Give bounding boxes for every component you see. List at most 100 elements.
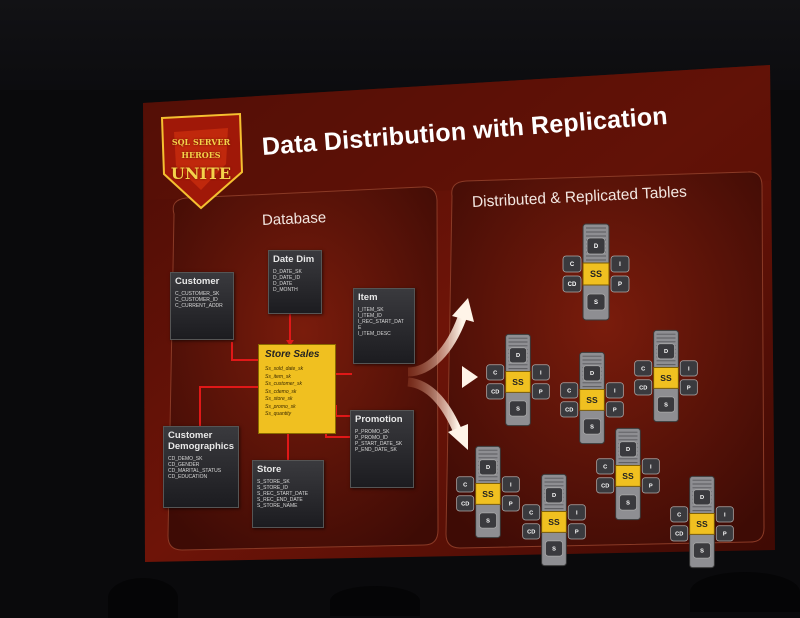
dimension-replica-label: S [486, 518, 490, 524]
database-heading: Database [261, 209, 327, 229]
dimension-replica-left-bottom [596, 477, 615, 494]
fact-field: Ss_customer_sk [265, 381, 302, 387]
table-field: I_ITEM_DESC [358, 331, 391, 337]
dimension-replica-label: CD [461, 501, 469, 507]
dimension-replica-left-top [634, 360, 653, 377]
dimension-replica-bottom [586, 293, 606, 311]
dimension-replica-label: S [700, 548, 704, 554]
dimension-replica-top [693, 489, 711, 506]
fact-distribution [653, 366, 679, 389]
dimension-replica-right-bottom [610, 275, 630, 293]
dimension-replica-bottom [509, 400, 527, 417]
store-sales-fact-table: Store Sales Ss_sold_date_sk Ss_item_sk S… [258, 344, 336, 434]
dimension-replica-label: D [594, 244, 599, 250]
logo-line-2: HEROES [181, 150, 221, 160]
dimension-replica-label: D [552, 493, 556, 499]
dimension-replica-label: I [614, 388, 616, 394]
logo-line-1: SQL SERVER [171, 137, 231, 147]
replication-panel [445, 171, 765, 549]
fact-distribution [579, 388, 605, 411]
audience-head [330, 586, 420, 616]
dimension-replica-right-bottom [501, 495, 520, 512]
store-table: Store S_STORE_SK S_STORE_ID S_REC_START_… [252, 460, 324, 528]
customer-demographics-table: Customer Demographics CD_DEMO_SK CD_GEND… [163, 426, 239, 508]
fact-distribution-label: SS [590, 269, 602, 279]
dimension-replica-right-top [641, 458, 660, 475]
dimension-replica-left-bottom [486, 383, 505, 400]
fact-distribution [505, 370, 531, 393]
table-field: P_PROMO_ID [355, 435, 388, 441]
fact-distribution [541, 510, 567, 533]
table-field: D_MONTH [273, 287, 298, 293]
dimension-replica-label: CD [639, 385, 647, 391]
dimension-replica-label: P [723, 531, 727, 537]
dimension-replica-label: I [510, 482, 512, 488]
dimension-replica-left-top [562, 255, 582, 273]
fact-field: Ss_item_sk [265, 373, 291, 380]
dimension-replica-label: D [664, 349, 668, 355]
table-title: Customer Demographics [168, 430, 234, 452]
table-field: D_DATE [273, 281, 293, 287]
dimension-replica-label: I [576, 510, 578, 516]
dimension-replica-top [657, 343, 675, 360]
dimension-replica-bottom [693, 542, 711, 559]
dimension-replica-label: I [540, 370, 542, 376]
dimension-replica-label: CD [491, 389, 499, 395]
table-field: CD_DEMO_SK [168, 456, 203, 462]
dimension-replica-label: S [594, 300, 598, 306]
dimension-replica-left-bottom [634, 379, 653, 396]
table-field: S_STORE_NAME [257, 503, 298, 509]
dimension-replica-label: P [509, 501, 513, 507]
fact-field: Ss_sold_date_sk [265, 366, 304, 372]
table-title: Date Dim [273, 254, 315, 265]
dimension-replica-left-top [560, 382, 579, 399]
dimension-replica-left-top [456, 476, 475, 493]
table-field: CD_EDUCATION [168, 474, 208, 480]
promotion-table: Promotion P_PROMO_SK P_PROMO_ID P_START_… [350, 410, 414, 488]
slide-background: DCCDIPSSSDCCDIPSSSDCCDIPSSSDCCDIPSSSDCCD… [143, 65, 775, 569]
dimension-replica-right-top [567, 504, 586, 521]
dimension-replica-label: S [516, 406, 520, 412]
dimension-replica-right-top [610, 255, 630, 273]
date-dim-table: Date Dim D_DATE_SK D_DATE_ID D_DATE D_MO… [268, 250, 322, 314]
distribution-arrows [407, 298, 478, 450]
dimension-replica-top [479, 459, 497, 476]
table-field: E [358, 325, 362, 331]
dimension-replica-top [619, 441, 637, 458]
dimension-replica-label: C [641, 366, 645, 372]
dimension-replica-label: D [700, 495, 704, 501]
table-title: Customer [175, 276, 220, 287]
fact-distribution-label: SS [660, 373, 672, 383]
dimension-replica-label: CD [527, 529, 535, 535]
table-title: Promotion [355, 414, 403, 425]
dimension-replica-label: C [677, 512, 681, 518]
dimension-replica-label: S [590, 424, 594, 430]
dimension-replica-label: I [650, 464, 652, 470]
table-field: P_START_DATE_SK [355, 441, 403, 447]
table-title: Item [358, 292, 378, 303]
dimension-replica-bottom [583, 418, 601, 435]
dimension-replica-label: C [567, 388, 571, 394]
fact-field: Ss_store_sk [265, 396, 293, 402]
dimension-replica-label: CD [568, 282, 577, 288]
dimension-replica-label: I [619, 262, 621, 268]
table-field: I_REC_START_DAT [358, 319, 404, 325]
fact-distribution [615, 464, 641, 487]
dimension-replica-label: P [649, 483, 653, 489]
dimension-replica-label: C [529, 510, 533, 516]
dimension-replica-label: P [575, 529, 579, 535]
dimension-replica-label: P [613, 407, 617, 413]
fact-field: Ss_quantity [265, 411, 292, 417]
dimension-replica-label: C [570, 262, 575, 268]
audience-head [108, 578, 178, 618]
logo-shield-icon [160, 112, 244, 210]
fact-distribution [582, 262, 610, 286]
table-field: D_DATE_ID [273, 275, 301, 281]
dimension-replica-label: I [724, 512, 726, 518]
dimension-replica-left-bottom [522, 523, 541, 540]
dimension-replica-right-top [501, 476, 520, 493]
